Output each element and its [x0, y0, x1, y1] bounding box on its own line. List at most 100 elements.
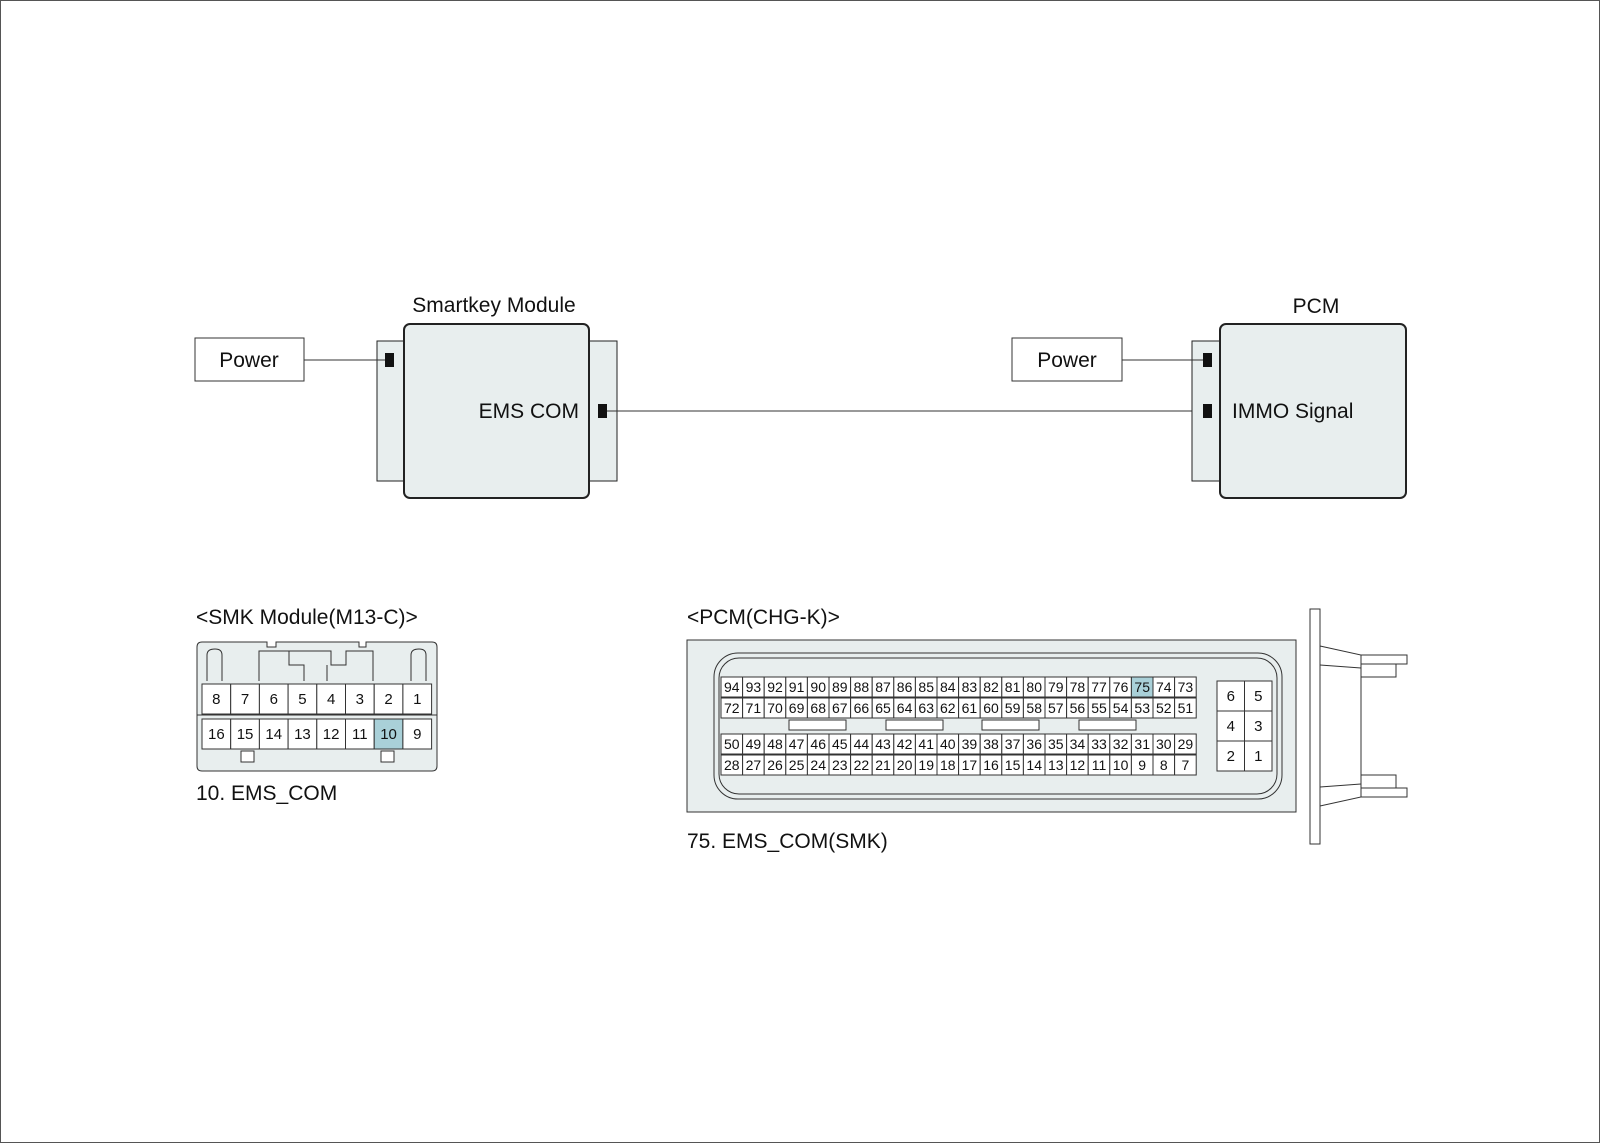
- pcm-pin-73-label: 73: [1178, 679, 1194, 695]
- pcm-pin-28-label: 28: [724, 757, 740, 773]
- pcm-small-pin-5-label: 5: [1254, 688, 1262, 705]
- pcm-inner-frame-outer: [713, 652, 1283, 800]
- pcm-pin-39-label: 39: [962, 736, 978, 752]
- pcm-pin-59-label: 59: [1005, 700, 1021, 716]
- pcm-power-label: Power: [1037, 349, 1097, 372]
- smk-pin-3-cell: [345, 683, 375, 715]
- pcm-pin-64-label: 64: [897, 700, 913, 716]
- pcm-pin-19-label: 19: [918, 757, 934, 773]
- pcm-pin-22-label: 22: [854, 757, 870, 773]
- pcm-pin-37-label: 37: [1005, 736, 1021, 752]
- pcm-pin-53-label: 53: [1134, 700, 1150, 716]
- pcm-pin-25-label: 25: [789, 757, 805, 773]
- pcm-pin-31-label: 31: [1134, 736, 1150, 752]
- smk-pin-1-label: 1: [413, 691, 421, 708]
- pcm-small-pin-3-cell: [1244, 710, 1273, 742]
- smk-pin-4-cell: [316, 683, 346, 715]
- pcm-pin-88-label: 88: [854, 679, 870, 695]
- smk-pin-14-label: 14: [265, 726, 282, 743]
- pcm-connector-title: <PCM(CHG-K)>: [687, 606, 840, 629]
- pcm-tab-top-block: [1360, 663, 1397, 678]
- pcm-pin-47-label: 47: [789, 736, 805, 752]
- pcm-key-slot-1: [788, 719, 847, 731]
- pcm-pin-36-label: 36: [1026, 736, 1042, 752]
- pcm-pin-55-label: 55: [1091, 700, 1107, 716]
- pcm-pin-51-label: 51: [1178, 700, 1194, 716]
- smk-pin-8-cell: [201, 683, 232, 715]
- pcm-pin-81-label: 81: [1005, 679, 1021, 695]
- smartkey-power-terminal: [385, 353, 394, 367]
- pcm-pin-73-cell: [1174, 676, 1197, 698]
- pcm-pin-23-label: 23: [832, 757, 848, 773]
- smk-pin-6-label: 6: [270, 691, 278, 708]
- pcm-tab-bottom-block: [1360, 774, 1397, 789]
- smk-pin-4-label: 4: [327, 691, 335, 708]
- pcm-pin-18-label: 18: [940, 757, 956, 773]
- pcm-pin-44-label: 44: [854, 736, 870, 752]
- pcm-pin-46-label: 46: [810, 736, 826, 752]
- pcm-key-slot-3: [981, 719, 1040, 731]
- pcm-pin-50-label: 50: [724, 736, 740, 752]
- pcm-pin-24-label: 24: [810, 757, 826, 773]
- smk-pin-7-cell: [230, 683, 260, 715]
- pcm-pin-15-label: 15: [1005, 757, 1021, 773]
- pcm-pin-74-label: 74: [1156, 679, 1172, 695]
- pcm-pin-16-label: 16: [983, 757, 999, 773]
- pcm-pin-70-label: 70: [767, 700, 783, 716]
- pcm-pin-13-label: 13: [1048, 757, 1064, 773]
- smk-key-top: [258, 650, 374, 681]
- pcm-small-pin-4-cell: [1216, 710, 1245, 742]
- pcm-pin-52-label: 52: [1156, 700, 1172, 716]
- pcm-pin-72-label: 72: [724, 700, 740, 716]
- pcm-pin-30-label: 30: [1156, 736, 1172, 752]
- pcm-pin-11-label: 11: [1092, 757, 1107, 773]
- smk-pin-2-label: 2: [384, 691, 392, 708]
- pcm-title: PCM: [1293, 295, 1340, 318]
- smk-pin-7-label: 7: [241, 691, 249, 708]
- pcm-pin-14-label: 14: [1026, 757, 1042, 773]
- pcm-pin-33-label: 33: [1091, 736, 1107, 752]
- smk-pin-8-label: 8: [212, 691, 220, 708]
- pcm-pin-9-label: 9: [1138, 757, 1146, 773]
- pcm-pin-62-label: 62: [940, 700, 956, 716]
- pcm-pin-42-label: 42: [897, 736, 913, 752]
- smartkey-module-box: [403, 323, 590, 499]
- pcm-pin-69-label: 69: [789, 700, 805, 716]
- pcm-tab-bottom-plate: [1360, 787, 1408, 798]
- smk-pin-5-label: 5: [298, 691, 306, 708]
- smk-pin-13-cell: [287, 718, 318, 750]
- pcm-pin-45-label: 45: [832, 736, 848, 752]
- smk-pin-9-label: 9: [413, 726, 421, 743]
- smk-latch-right: [410, 648, 427, 681]
- pcm-pin-87-label: 87: [875, 679, 891, 695]
- pcm-pin-51-cell: [1174, 697, 1197, 719]
- pcm-pin-40-label: 40: [940, 736, 956, 752]
- pcm-pin-67-label: 67: [832, 700, 848, 716]
- smk-key-bottom-right: [380, 750, 395, 763]
- pcm-pin-84-label: 84: [940, 679, 956, 695]
- pcm-pin-29-cell: [1174, 733, 1197, 755]
- pcm-port-label: IMMO Signal: [1232, 400, 1353, 423]
- pcm-key-slot-2: [885, 719, 944, 731]
- smartkey-module-group: Smartkey Module EMS COM: [376, 294, 618, 499]
- pcm-pin-26-label: 26: [767, 757, 783, 773]
- pcm-pin-63-label: 63: [918, 700, 934, 716]
- pcm-immo-terminal: [1203, 404, 1212, 418]
- pcm-pin-91-label: 91: [789, 679, 805, 695]
- pcm-pin-43-label: 43: [875, 736, 891, 752]
- pcm-module-box: [1219, 323, 1407, 499]
- smk-pin-11-label: 11: [352, 726, 368, 743]
- pcm-pin-7-cell: [1174, 754, 1197, 776]
- pcm-pin-92-label: 92: [767, 679, 783, 695]
- smk-key-step: [288, 651, 305, 681]
- smk-pin-2-cell: [373, 683, 404, 715]
- pcm-pin-56-label: 56: [1070, 700, 1086, 716]
- pcm-pin-12-label: 12: [1070, 757, 1086, 773]
- smk-latch-left: [206, 648, 223, 681]
- pcm-inner-frame-inner: [718, 657, 1278, 795]
- pcm-pin-94-label: 94: [724, 679, 740, 695]
- pcm-module-group: PCM IMMO Signal: [1191, 295, 1407, 499]
